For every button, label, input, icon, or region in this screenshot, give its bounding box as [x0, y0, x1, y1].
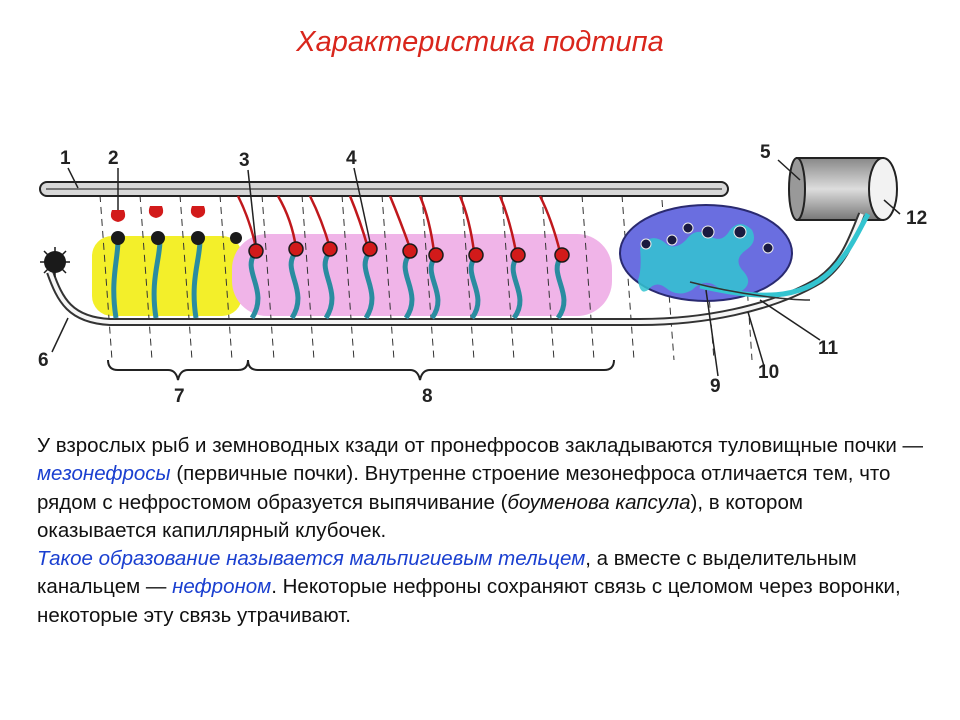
label-7: 7 — [174, 386, 185, 407]
label-5: 5 — [760, 142, 771, 163]
dorsal-aorta — [39, 181, 729, 197]
term-bowman-capsule: боуменова капсула — [507, 490, 691, 514]
metanephros-tubules — [638, 224, 754, 294]
term-nephron: нефроном — [172, 575, 272, 599]
paragraph-2: Такое образование называется мальпигиевы… — [37, 545, 927, 630]
label-12: 12 — [906, 208, 927, 229]
leader-lines — [51, 159, 901, 377]
text-run: У взрослых рыб и земноводных кзади от пр… — [37, 434, 924, 457]
label-4: 4 — [346, 148, 357, 169]
label-10: 10 — [758, 362, 779, 383]
paragraph-1: У взрослых рыб и земноводных кзади от пр… — [37, 432, 927, 545]
label-2: 2 — [108, 148, 119, 169]
text-run: . Некоторые нефроны сохраняют связь с це… — [37, 575, 901, 627]
nephrostome-funnel — [40, 247, 70, 277]
text-run: (первичные почки). Внутренне строение ме… — [37, 462, 891, 514]
text-run: , а вместе с выделительным канальцем — — [37, 547, 857, 599]
label-3: 3 — [239, 150, 250, 171]
label-9: 9 — [710, 376, 721, 397]
body-text: У взрослых рыб и земноводных кзади от пр… — [37, 432, 927, 630]
term-mesonephros: мезонефросы — [37, 462, 171, 486]
slide-title: Характеристика подтипа — [296, 26, 664, 58]
text-run: ), в котором оказывается капиллярный клу… — [37, 490, 803, 542]
label-1: 1 — [60, 148, 71, 169]
brace-8 — [247, 359, 615, 381]
cloaca-cylinder — [788, 157, 898, 221]
pronephros-nephrons — [110, 206, 242, 319]
label-6: 6 — [38, 350, 49, 371]
label-11: 11 — [818, 338, 839, 359]
term-malpighian-body: Такое образование называется мальпигиевы… — [37, 547, 586, 571]
pronephros-zone — [92, 236, 242, 316]
mesonephros-nephrons — [236, 195, 570, 320]
kidney-evolution-diagram: 1 2 3 4 5 6 7 8 9 10 11 12 — [38, 142, 927, 407]
metanephros-glomeruli — [640, 222, 774, 254]
brace-7 — [107, 359, 249, 381]
label-8: 8 — [422, 386, 433, 407]
